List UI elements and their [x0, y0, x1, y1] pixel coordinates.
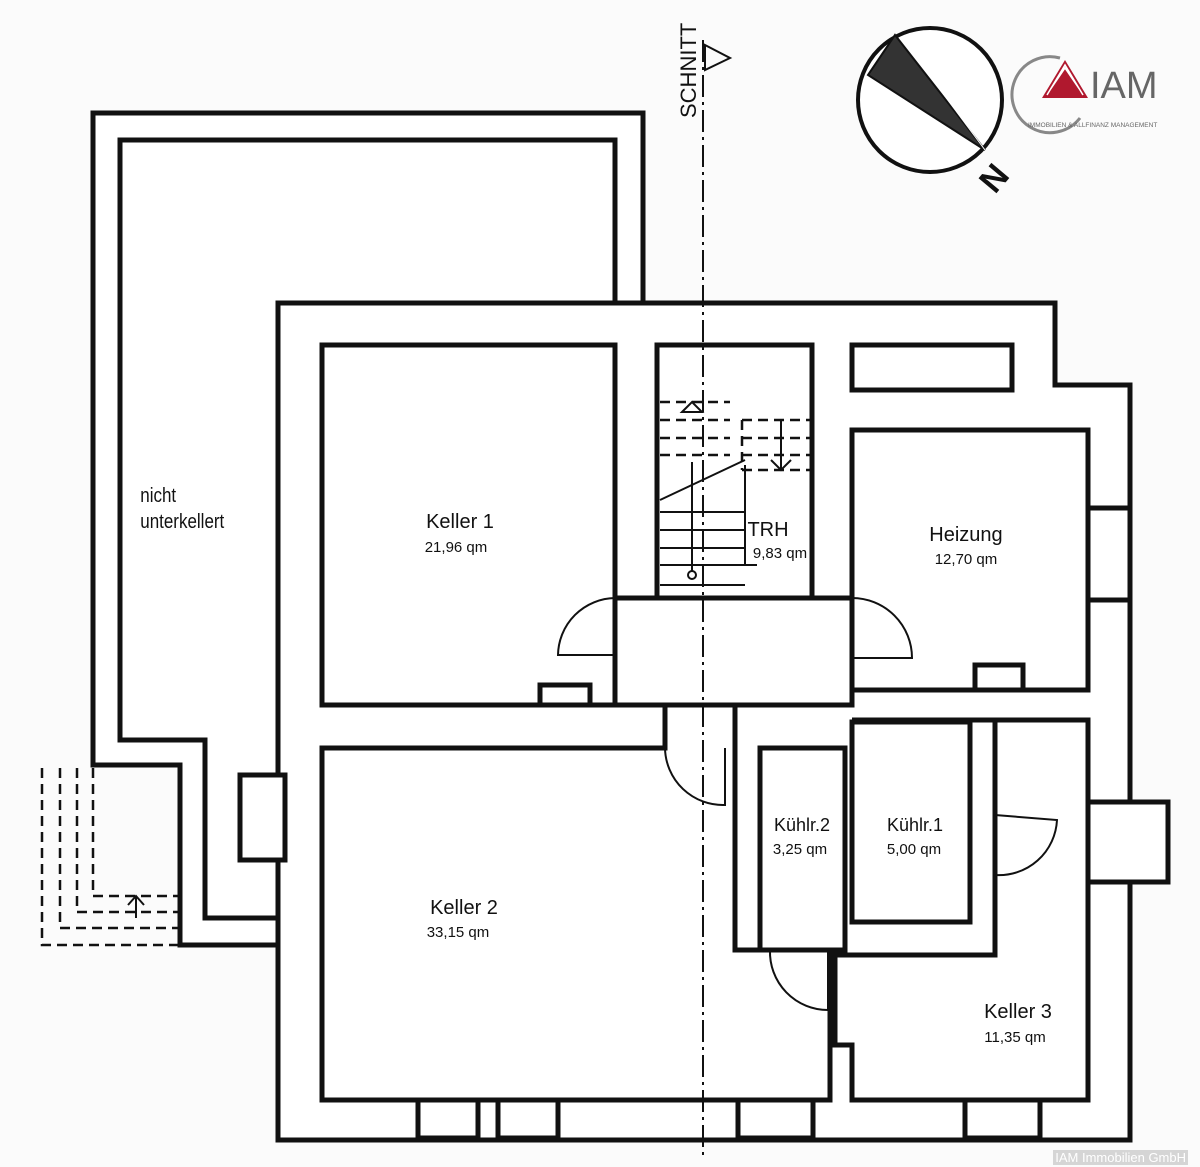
room-area: 11,35 qm — [984, 1029, 1045, 1046]
room-keller-1 — [319, 342, 618, 708]
room-area: 5,00 qm — [887, 841, 941, 858]
svg-text:IAM: IAM — [1090, 65, 1158, 107]
room-label-unbasemented-2: unterkellert — [140, 510, 225, 533]
north-compass: N — [856, 26, 1017, 200]
room-trh — [654, 342, 815, 601]
svg-text:IMMOBILIEN & ALLFINANZ MANAGEM: IMMOBILIEN & ALLFINANZ MANAGEMENT — [1028, 122, 1157, 129]
room-keller-3 — [832, 717, 1091, 1103]
window — [1085, 799, 1171, 885]
shaft — [849, 342, 1015, 393]
step-arrow-icon — [127, 894, 145, 918]
room-area: 12,70 qm — [935, 551, 998, 568]
room-labels: nicht unterkellert Keller 1 21,96 qm TRH… — [140, 484, 1052, 1046]
north-arrow-icon — [866, 33, 986, 151]
section-arrow-icon — [704, 43, 733, 72]
north-label: N — [972, 157, 1017, 200]
window — [962, 1097, 1043, 1141]
iam-logo: IAM IMMOBILIEN & ALLFINANZ MANAGEMENT — [1010, 55, 1158, 135]
window — [415, 1097, 481, 1141]
door-swing — [556, 597, 616, 656]
window — [1085, 505, 1133, 603]
exterior-steps — [40, 768, 180, 947]
window — [735, 1097, 816, 1141]
room-name: Kühlr.1 — [887, 815, 943, 835]
door-swing — [664, 747, 726, 807]
room-name: Kühlr.2 — [774, 815, 830, 835]
room-kuehlraum-1 — [849, 719, 973, 925]
room-area: 9,83 qm — [753, 545, 807, 562]
room-name: Heizung — [929, 524, 1002, 546]
room-area: 21,96 qm — [425, 539, 488, 556]
room-name: TRH — [747, 519, 788, 541]
door-swing — [768, 949, 829, 1012]
window — [495, 1097, 561, 1141]
section-label: SCHNITT — [676, 23, 701, 118]
door-swing — [851, 597, 914, 659]
room-label-unbasemented: nicht — [140, 484, 177, 507]
window — [237, 772, 288, 863]
room-area: 3,25 qm — [773, 841, 827, 858]
room-area: 33,15 qm — [427, 924, 490, 941]
boiler-connection — [972, 662, 1026, 693]
copyright-footer: IAM Immobilien GmbH — [1053, 1150, 1188, 1165]
room-name: Keller 3 — [984, 1001, 1052, 1023]
floor-drain — [537, 682, 593, 708]
room-name: Keller 2 — [430, 897, 498, 919]
room-kuehlraum-2 — [757, 745, 848, 953]
room-name: Keller 1 — [426, 511, 494, 533]
door-swing — [994, 814, 1059, 877]
